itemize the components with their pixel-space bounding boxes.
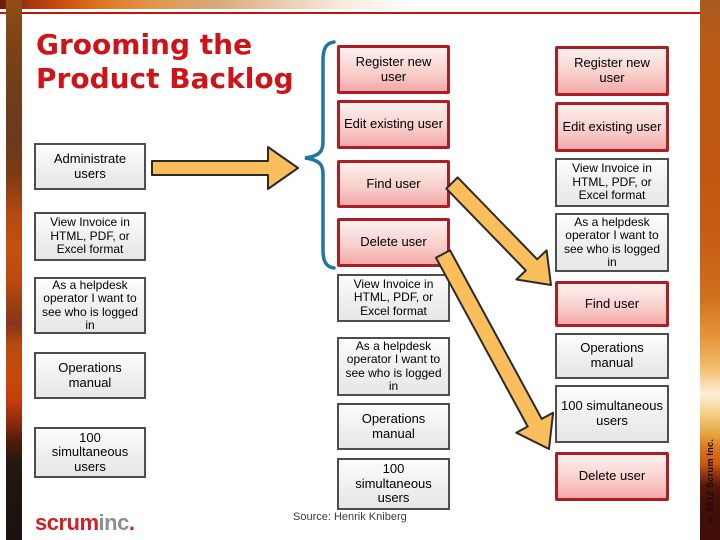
backlog-item-operations-manual: Operations manual — [555, 333, 669, 379]
story-delete-user: Delete user — [337, 218, 450, 267]
diagonal-arrow-find-user-icon — [445, 176, 552, 286]
story-register-new-user: Register new user — [337, 45, 450, 94]
source-note: Source: Henrik Kniberg — [293, 511, 407, 523]
block-arrow-right-icon — [151, 146, 299, 190]
backlog-item-helpdesk-operator: As a helpdesk operator I want to see who… — [337, 337, 450, 396]
diagonal-arrow-delete-user-icon — [435, 249, 555, 450]
top-gradient-band — [0, 0, 720, 9]
story-register-new-user: Register new user — [555, 46, 669, 96]
scruminc-logo: scruminc. — [35, 510, 135, 536]
backlog-item-view-invoice: View Invoice in HTML, PDF, or Excel form… — [337, 274, 450, 322]
backlog-item-operations-manual: Operations manual — [337, 403, 450, 450]
backlog-item-view-invoice: View Invoice in HTML, PDF, or Excel form… — [555, 158, 669, 207]
story-edit-existing-user: Edit existing user — [337, 100, 450, 149]
right-gradient-strip: © 2012 Scrum Inc. — [700, 0, 720, 540]
top-red-rule — [0, 12, 720, 14]
logo-dot: . — [128, 510, 135, 535]
slide-title: Grooming the Product Backlog — [36, 28, 294, 96]
story-delete-user: Delete user — [555, 452, 669, 501]
left-gradient-strip — [6, 0, 22, 540]
backlog-item-view-invoice: View Invoice in HTML, PDF, or Excel form… — [34, 212, 146, 261]
logo-scrum: scrum — [35, 510, 99, 535]
story-find-user: Find user — [555, 281, 669, 327]
backlog-item-administrate-users: Administrate users — [34, 143, 146, 190]
story-find-user: Find user — [337, 160, 450, 208]
copyright-text: © 2012 Scrum Inc. — [705, 438, 715, 526]
logo-inc: inc — [98, 510, 130, 535]
backlog-item-helpdesk-operator: As a helpdesk operator I want to see who… — [34, 277, 146, 334]
backlog-item-simultaneous-users: 100 simultaneous users — [34, 427, 146, 478]
backlog-item-simultaneous-users: 100 simultaneous users — [337, 458, 450, 510]
backlog-item-simultaneous-users: 100 simultaneous users — [555, 385, 669, 443]
backlog-item-helpdesk-operator: As a helpdesk operator I want to see who… — [555, 213, 669, 272]
story-edit-existing-user: Edit existing user — [555, 102, 669, 152]
backlog-item-operations-manual: Operations manual — [34, 352, 146, 399]
